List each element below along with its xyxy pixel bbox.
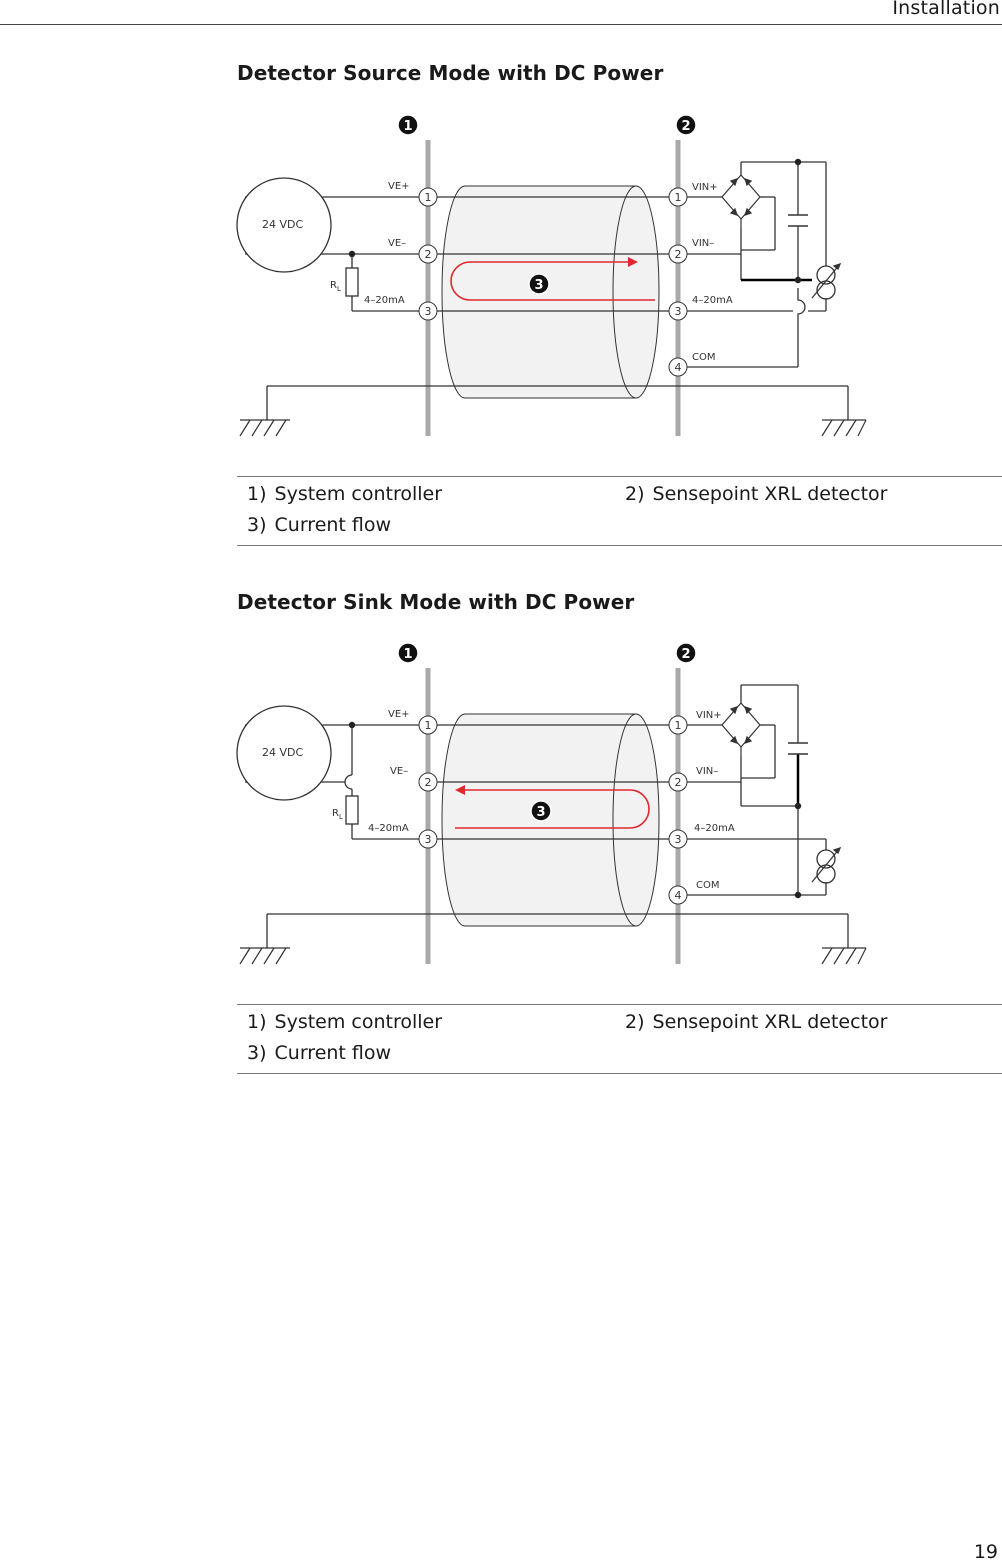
svg-text:1: 1 xyxy=(675,191,682,204)
legend-item-3: 3)Current flow xyxy=(247,1042,392,1064)
callout-3: 3 xyxy=(530,800,552,822)
wiring-diagram-source: RL 24 VDC VE+ VE– 4–20mA VIN+ VIN– 4–20m… xyxy=(236,114,867,437)
svg-text:1: 1 xyxy=(425,191,432,204)
svg-text:4: 4 xyxy=(675,361,682,374)
wires xyxy=(245,684,849,948)
header-rule xyxy=(0,24,1002,25)
label-vin-plus: VIN+ xyxy=(696,710,722,721)
callout-1: 1 xyxy=(397,114,419,136)
current-flow-arrow xyxy=(450,257,655,301)
label-com: COM xyxy=(692,352,715,363)
callout-2: 2 xyxy=(675,642,697,664)
legend-source: 1)System controller 2)Sensepoint XRL det… xyxy=(237,476,1002,546)
svg-text:3: 3 xyxy=(534,278,543,293)
junction-dots xyxy=(348,158,802,284)
svg-text:1: 1 xyxy=(425,719,432,732)
svg-text:2: 2 xyxy=(425,776,432,789)
label-4-20ma-left: 4–20mA xyxy=(368,823,409,834)
bridge-rectifier xyxy=(721,174,761,228)
terminal-left-3: 3 xyxy=(418,301,438,321)
terminal-left-3: 3 xyxy=(418,829,438,849)
svg-text:3: 3 xyxy=(425,833,432,846)
current-source-icon xyxy=(811,846,842,884)
power-supply xyxy=(236,177,332,273)
terminal-right-3: 3 xyxy=(668,301,688,321)
load-resistor xyxy=(345,267,359,297)
label-ve-minus: VE– xyxy=(390,766,408,777)
diagram-title-source: Detector Source Mode with DC Power xyxy=(237,61,664,85)
ground-icon xyxy=(239,419,290,437)
svg-text:4: 4 xyxy=(675,889,682,902)
cable-shield xyxy=(441,185,660,399)
bridge-rectifier xyxy=(721,702,761,756)
legend-sink: 1)System controller 2)Sensepoint XRL det… xyxy=(237,1004,1002,1074)
label-vin-minus: VIN– xyxy=(692,238,714,249)
terminal-left-1: 1 xyxy=(418,187,438,207)
terminal-left-2: 2 xyxy=(418,244,438,264)
terminal-left-2: 2 xyxy=(418,772,438,792)
current-source-icon xyxy=(811,262,842,300)
svg-text:1: 1 xyxy=(675,719,682,732)
label-ve-plus: VE+ xyxy=(388,181,410,192)
terminal-right-2: 2 xyxy=(668,244,688,264)
svg-text:3: 3 xyxy=(536,805,545,820)
legend-item-2: 2)Sensepoint XRL detector xyxy=(625,1011,888,1033)
svg-text:2: 2 xyxy=(425,248,432,261)
legend-item-3: 3)Current flow xyxy=(247,514,392,536)
callout-2: 2 xyxy=(675,114,697,136)
label-com: COM xyxy=(696,880,719,891)
label-vin-plus: VIN+ xyxy=(692,182,718,193)
label-ve-minus: VE– xyxy=(388,238,406,249)
svg-text:3: 3 xyxy=(675,305,682,318)
resistor-label: RL xyxy=(330,280,341,293)
current-flow-arrow xyxy=(455,785,650,829)
ground-icon xyxy=(239,947,290,965)
junction-dots xyxy=(348,721,802,899)
terminal-right-4: 4 xyxy=(668,885,688,905)
ground-icon xyxy=(821,419,867,437)
diagram-title-sink: Detector Sink Mode with DC Power xyxy=(237,590,635,614)
legend-item-1: 1)System controller xyxy=(247,1011,443,1033)
supply-label: 24 VDC xyxy=(262,746,303,759)
terminal-right-3: 3 xyxy=(668,829,688,849)
page-number: 19 xyxy=(973,1541,998,1563)
svg-text:3: 3 xyxy=(425,305,432,318)
terminal-left-1: 1 xyxy=(418,715,438,735)
wiring-diagram-sink: RL 24 VDC VE+ VE– 4–20mA VIN+ VIN– 4–20m… xyxy=(236,642,867,965)
label-4-20ma-left: 4–20mA xyxy=(364,295,405,306)
svg-text:1: 1 xyxy=(403,647,412,662)
svg-text:2: 2 xyxy=(681,119,690,134)
callout-3: 3 xyxy=(528,273,550,295)
capacitor xyxy=(788,214,808,227)
svg-text:1: 1 xyxy=(403,119,412,134)
terminal-right-1: 1 xyxy=(668,187,688,207)
label-vin-minus: VIN– xyxy=(696,766,718,777)
supply-label: 24 VDC xyxy=(262,218,303,231)
terminal-right-4: 4 xyxy=(668,357,688,377)
svg-text:2: 2 xyxy=(675,776,682,789)
label-ve-plus: VE+ xyxy=(388,709,410,720)
load-resistor xyxy=(345,795,359,825)
label-4-20ma-right: 4–20mA xyxy=(692,295,733,306)
section-header: Installation xyxy=(892,0,1000,19)
legend-item-1: 1)System controller xyxy=(247,483,443,505)
label-4-20ma-right: 4–20mA xyxy=(694,823,735,834)
capacitor xyxy=(788,742,808,755)
svg-text:3: 3 xyxy=(675,833,682,846)
svg-text:2: 2 xyxy=(675,248,682,261)
callout-1: 1 xyxy=(397,642,419,664)
resistor-label: RL xyxy=(332,808,343,821)
ground-icon xyxy=(821,947,867,965)
svg-text:2: 2 xyxy=(681,647,690,662)
cable-shield xyxy=(441,713,660,927)
legend-item-2: 2)Sensepoint XRL detector xyxy=(625,483,888,505)
terminal-right-2: 2 xyxy=(668,772,688,792)
terminal-right-1: 1 xyxy=(668,715,688,735)
power-supply xyxy=(236,705,332,801)
wires xyxy=(245,161,849,420)
